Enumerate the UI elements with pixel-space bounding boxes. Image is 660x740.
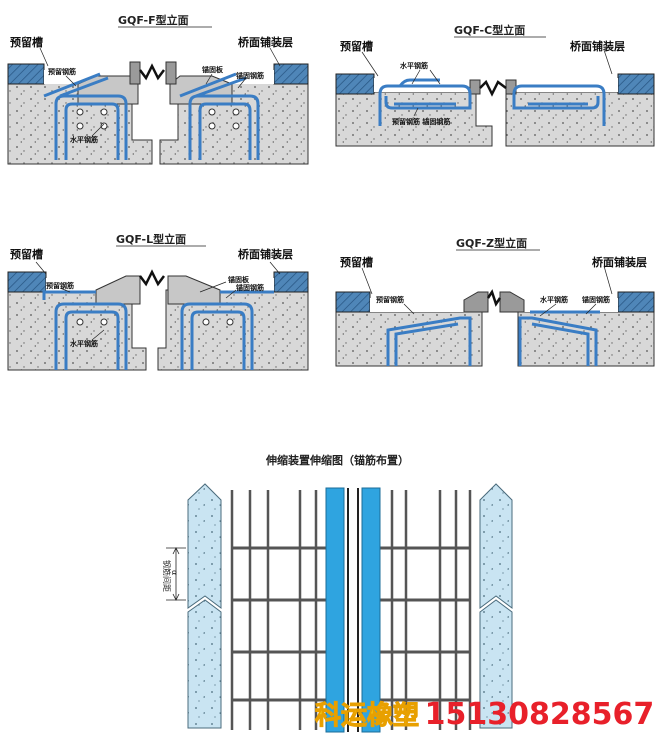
spacing-symbol: α bbox=[170, 570, 179, 575]
label-fix-bar: 锚固钢筋 bbox=[236, 71, 264, 80]
label-horizontal-bar: 水平钢筋 bbox=[70, 339, 98, 348]
label-anchor-bar: 预留钢筋 bbox=[376, 295, 404, 304]
watermark-company: 科运橡塑 bbox=[314, 701, 420, 732]
label-pavement: 桥面铺装层 bbox=[592, 255, 647, 269]
label-pavement: 桥面铺装层 bbox=[570, 39, 625, 53]
label-fix-bar: 锚固钢筋 bbox=[236, 283, 264, 292]
label-fix-bar: 锚固钢筋 bbox=[582, 295, 610, 304]
diagram-gqf-z: GQF-Z型立面 预留槽 桥面铺装层 预留钢筋 水平钢筋 锚固钢筋 bbox=[335, 236, 655, 367]
diagram-z-title: GQF-Z型立面 bbox=[456, 236, 527, 250]
diagram-c-title: GQF-C型立面 bbox=[454, 23, 525, 37]
label-pavement: 桥面铺装层 bbox=[238, 247, 293, 261]
label-bottom-bars: 预留钢筋 锚固钢筋 bbox=[392, 117, 450, 126]
diagram-gqf-f: GQF-F型立面 bbox=[7, 13, 309, 165]
watermark: 科运橡塑 15130828567 bbox=[314, 695, 655, 735]
pavement-left bbox=[7, 63, 45, 85]
pavement-right bbox=[273, 63, 309, 85]
diagram-l-title: GQF-L型立面 bbox=[116, 232, 186, 246]
label-groove: 预留槽 bbox=[340, 255, 373, 269]
label-groove: 预留槽 bbox=[340, 39, 373, 53]
label-horizontal-bar: 水平钢筋 bbox=[400, 61, 428, 70]
plan-view: 伸缩装置伸缩图（锚筋布置） bbox=[162, 453, 513, 733]
label-pavement: 桥面铺装层 bbox=[238, 35, 293, 49]
spacing-label: 钢筋间距 bbox=[162, 560, 172, 592]
plan-title: 伸缩装置伸缩图（锚筋布置） bbox=[265, 453, 409, 467]
seal-strip-right bbox=[361, 487, 381, 733]
label-anchor-plate: 锚固板 bbox=[228, 275, 250, 284]
diagram-gqf-l: GQF-L型立面 预留槽 桥面铺装层 预留钢筋 锚固板 锚固 bbox=[7, 232, 309, 371]
seal-strip-left bbox=[325, 487, 345, 733]
label-groove: 预留槽 bbox=[10, 35, 43, 49]
diagram-f-title: GQF-F型立面 bbox=[118, 13, 189, 27]
label-anchor-bar: 预留钢筋 bbox=[46, 281, 74, 290]
watermark-phone: 15130828567 bbox=[424, 697, 655, 732]
label-horizontal-bar: 水平钢筋 bbox=[70, 135, 98, 144]
diagram-gqf-c: GQF-C型立面 预留槽 桥面铺装层 水平钢筋 预留钢筋 锚固钢筋 bbox=[335, 23, 655, 147]
rubber-seal bbox=[139, 63, 165, 81]
label-anchor-plate: 锚固板 bbox=[202, 65, 224, 74]
label-anchor-bar: 预留钢筋 bbox=[48, 67, 76, 76]
label-horizontal-bar: 水平钢筋 bbox=[540, 295, 568, 304]
label-groove: 预留槽 bbox=[10, 247, 43, 261]
